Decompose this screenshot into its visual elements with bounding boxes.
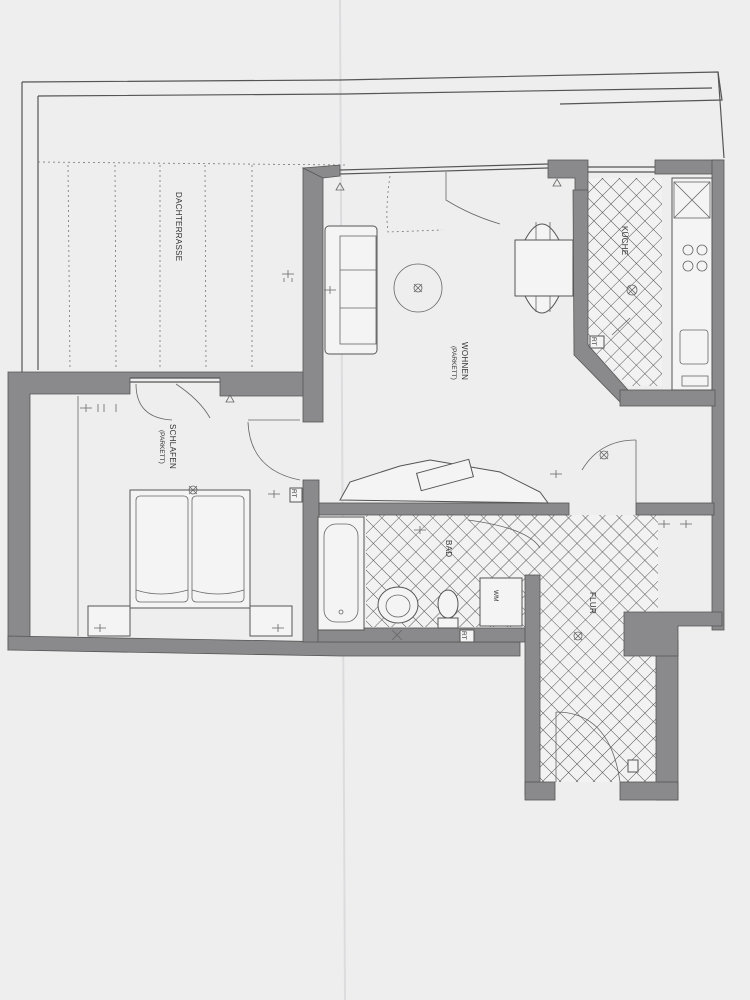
washbasin xyxy=(377,586,419,624)
kitchen-counter xyxy=(671,177,713,391)
room-label-kueche: KÜCHE xyxy=(620,226,629,256)
washing-machine-label: WM xyxy=(492,590,499,602)
roof-terrace: DACHTERRASSE xyxy=(21,71,725,372)
ceiling-lamp-hall xyxy=(573,631,583,641)
toilet xyxy=(437,589,459,619)
kitchen-sink xyxy=(679,329,709,365)
radiator-label-wohnen: RT xyxy=(590,337,597,346)
hall: FLUR xyxy=(555,439,692,783)
chair-bottom xyxy=(524,295,560,314)
bathtub xyxy=(317,516,365,631)
room-floor-wohnen: (PARKETT) xyxy=(450,346,457,380)
room-label-wohnen: WOHNEN xyxy=(460,342,469,380)
room-label-flur: FLUR xyxy=(588,592,597,614)
kitchen-tiles xyxy=(588,178,662,386)
nightstand-left xyxy=(87,605,131,637)
room-floor-schlafen: (PARKETT) xyxy=(158,430,165,464)
walls xyxy=(7,159,725,801)
washing-machine xyxy=(479,577,523,627)
nightstand-right xyxy=(249,605,293,637)
room-label-dachterrasse: DACHTERRASSE xyxy=(174,192,183,261)
windows xyxy=(130,163,655,383)
ceiling-lamp-hall-north xyxy=(599,450,609,460)
room-label-bad: BAD xyxy=(444,540,453,557)
bathroom: WM RT BAD xyxy=(317,516,541,643)
living-room: RT WOHNEN (PARKETT) xyxy=(282,172,605,504)
ceiling-lamp-living xyxy=(393,263,443,313)
kitchen: KÜCHE xyxy=(611,177,713,391)
dining-table xyxy=(514,239,574,297)
ceiling-lamp-bedroom xyxy=(188,485,198,495)
ceiling-lamp-kitchen xyxy=(626,284,638,296)
double-bed xyxy=(129,489,251,609)
radiator-label-schlafen: RT xyxy=(290,489,297,498)
radiator-label-bad: RT xyxy=(460,631,467,640)
room-label-schlafen: SCHLAFEN xyxy=(168,424,177,469)
chair-top xyxy=(524,223,560,241)
bedroom: RT SCHLAFEN (PARKETT) xyxy=(77,383,303,637)
